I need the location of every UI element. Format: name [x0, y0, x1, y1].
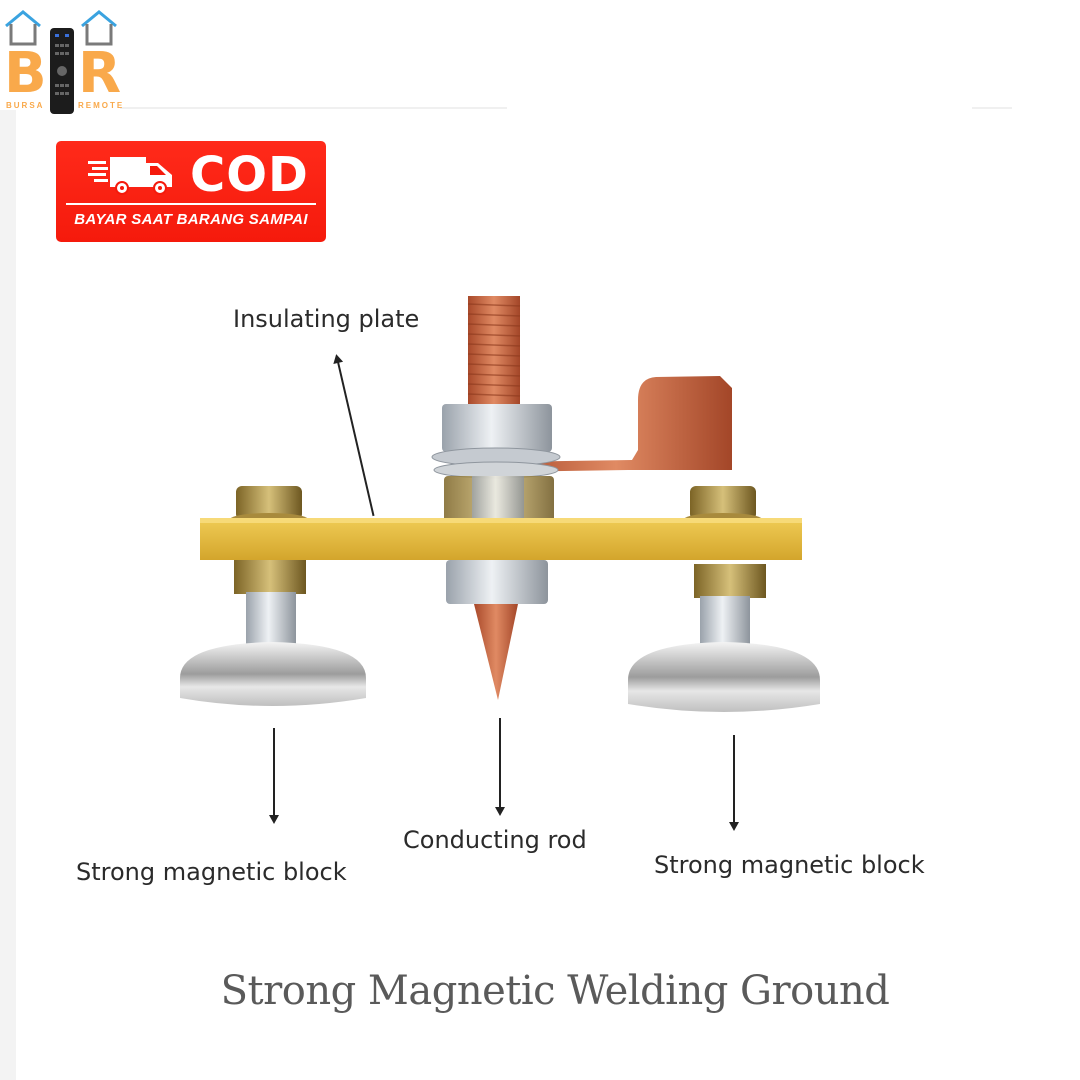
header-divider-right — [972, 107, 1012, 109]
house-icon-right — [81, 10, 117, 46]
product-caption: Strong Magnetic Welding Ground — [220, 968, 890, 1014]
label-magnet-right: Strong magnetic block — [654, 851, 925, 879]
cod-badge: COD BAYAR SAAT BARANG SAMPAI — [56, 141, 326, 242]
cod-title: COD — [190, 147, 309, 203]
label-conducting-rod: Conducting rod — [403, 826, 587, 854]
welding-ground-illustration — [180, 296, 820, 712]
product-diagram: Insulating plate Conducting rod Strong m… — [60, 280, 1000, 930]
logo-sub-bursa: BURSA — [6, 101, 45, 110]
arrow-conducting-rod — [496, 718, 504, 816]
cod-tagline: BAYAR SAAT BARANG SAMPAI — [74, 211, 308, 228]
arrow-magnet-left — [270, 728, 278, 824]
logo-letter-r: R — [78, 41, 122, 106]
house-icon-left — [5, 10, 41, 46]
remote-control-icon — [50, 28, 74, 114]
logo-sub-remote: REMOTE — [78, 101, 125, 110]
arrow-magnet-right — [730, 735, 738, 831]
logo-letter-b: B — [4, 41, 47, 106]
brand-logo[interactable]: B R BURSA REMOTE — [0, 0, 130, 115]
label-insulating-plate: Insulating plate — [233, 305, 420, 333]
label-magnet-left: Strong magnetic block — [76, 858, 347, 886]
delivery-truck-icon — [88, 157, 172, 195]
left-edge-strip — [0, 110, 16, 1080]
badge-divider — [66, 203, 316, 205]
header-divider — [120, 107, 507, 109]
